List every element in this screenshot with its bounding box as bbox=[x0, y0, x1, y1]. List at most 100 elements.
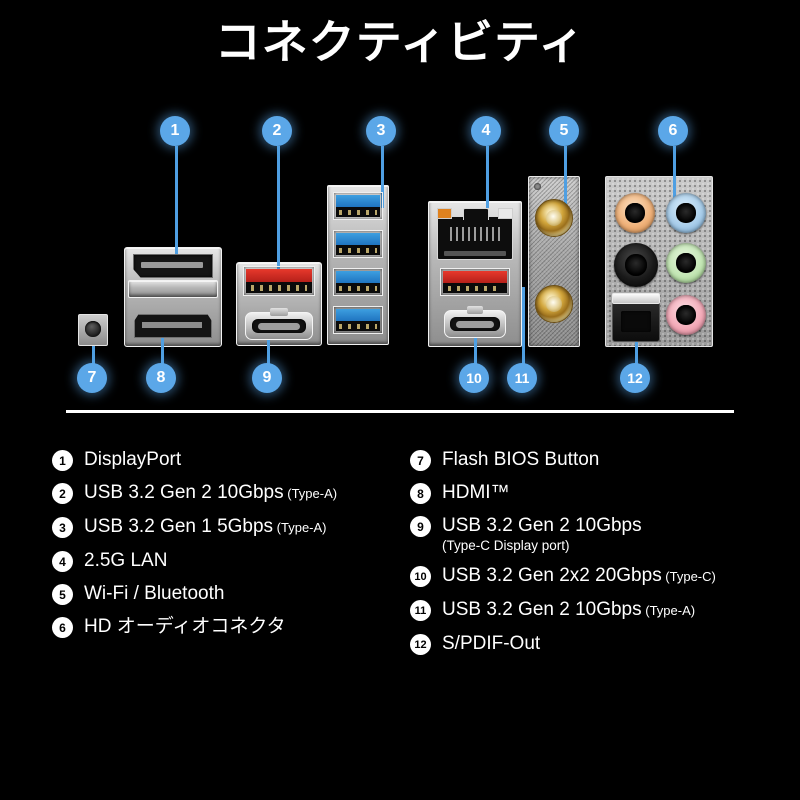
callout-badge-5[interactable]: 5 bbox=[549, 116, 579, 146]
usb-a-blue-port-4[interactable] bbox=[333, 306, 383, 334]
legend-number-4: 4 bbox=[52, 551, 73, 572]
audio-jack-light-green[interactable] bbox=[666, 243, 706, 283]
legend-item-7: 7 Flash BIOS Button bbox=[410, 448, 790, 471]
legend-number-3: 3 bbox=[52, 517, 73, 538]
usb-c-tongue bbox=[455, 321, 495, 328]
lan-led-amber-icon bbox=[437, 208, 452, 219]
legend-item-3: 3 USB 3.2 Gen 1 5Gbps (Type-A) bbox=[52, 515, 422, 539]
legend-subtext-9: (Type-C Display port) bbox=[442, 538, 570, 553]
callout-badge-12[interactable]: 12 bbox=[620, 363, 650, 393]
usb-a-blue-port-3[interactable] bbox=[333, 268, 383, 296]
callout-badge-2[interactable]: 2 bbox=[262, 116, 292, 146]
audio-jack-orange[interactable] bbox=[615, 193, 655, 233]
callout-badge-1[interactable]: 1 bbox=[160, 116, 190, 146]
antenna-screw-icon bbox=[534, 183, 541, 190]
audio-jack-light-blue[interactable] bbox=[666, 193, 706, 233]
callout-badge-7[interactable]: 7 bbox=[77, 363, 107, 393]
legend-label-3: USB 3.2 Gen 1 5Gbps (Type-A) bbox=[84, 516, 327, 537]
audio-jack-black[interactable] bbox=[614, 243, 658, 287]
usb-a-pins bbox=[447, 285, 503, 292]
page-title: コネクティビティ bbox=[214, 16, 586, 68]
usb-a-pins bbox=[338, 247, 378, 254]
displayport-hdmi-midbar bbox=[128, 280, 218, 298]
legend-number-8: 8 bbox=[410, 483, 431, 504]
spdif-out-port[interactable] bbox=[612, 293, 660, 342]
legend-label-8: HDMI™ bbox=[442, 482, 510, 503]
usb-a-pins bbox=[338, 285, 378, 292]
legend-number-5: 5 bbox=[52, 584, 73, 605]
usb-c-20gbps-port-10[interactable] bbox=[444, 306, 506, 338]
legend-item-9: 9 USB 3.2 Gen 2 10Gbps (Type-C Display por… bbox=[410, 514, 790, 554]
legend-label-9: USB 3.2 Gen 2 10Gbps bbox=[442, 515, 642, 536]
legend-label-2: USB 3.2 Gen 2 10Gbps (Type-A) bbox=[84, 482, 338, 503]
legend-text-12: S/PDIF-Out bbox=[442, 632, 540, 655]
lan-led-white-icon bbox=[498, 208, 513, 219]
usb-a-tongue bbox=[246, 269, 312, 282]
legend-number-9: 9 bbox=[410, 516, 431, 537]
legend-number-1: 1 bbox=[52, 450, 73, 471]
legend-text-7: Flash BIOS Button bbox=[442, 448, 599, 471]
callout-badge-11[interactable]: 11 bbox=[507, 363, 537, 393]
usb-a-red-port-2[interactable] bbox=[243, 266, 315, 296]
legend-number-11: 11 bbox=[410, 600, 431, 621]
legend-text-11: USB 3.2 Gen 2 10Gbps (Type-A) bbox=[442, 598, 695, 622]
callout-badge-10[interactable]: 10 bbox=[459, 363, 489, 393]
callout-badge-4[interactable]: 4 bbox=[471, 116, 501, 146]
legend-text-2: USB 3.2 Gen 2 10Gbps (Type-A) bbox=[84, 481, 337, 505]
legend-text-10: USB 3.2 Gen 2x2 20Gbps (Type-C) bbox=[442, 564, 716, 588]
legend-suffix-3: (Type-A) bbox=[273, 520, 327, 535]
wifi-antenna-connector-bottom[interactable] bbox=[535, 285, 573, 323]
legend-suffix-11: (Type-A) bbox=[641, 603, 696, 618]
legend-item-4: 4 2.5G LAN bbox=[52, 549, 422, 572]
legend-label-11: USB 3.2 Gen 2 10Gbps (Type-A) bbox=[442, 599, 696, 620]
spdif-dust-cap bbox=[612, 293, 660, 304]
callout-leader-line-6 bbox=[673, 146, 676, 208]
usb-c-tab bbox=[269, 308, 289, 316]
legend-item-2: 2 USB 3.2 Gen 2 10Gbps (Type-A) bbox=[52, 481, 422, 505]
legend-text-4: 2.5G LAN bbox=[84, 549, 167, 572]
legend-item-6: 6 HD オーディオコネクタ bbox=[52, 615, 422, 638]
callout-leader-line-2 bbox=[277, 146, 280, 274]
callout-leader-line-10 bbox=[474, 330, 477, 365]
usb-a-blue-port-2[interactable] bbox=[333, 230, 383, 258]
usb-c-display-port-9[interactable] bbox=[245, 308, 313, 340]
usb-a-tongue bbox=[336, 271, 380, 283]
callout-leader-line-12 bbox=[635, 322, 638, 365]
legend-text-6: HD オーディオコネクタ bbox=[84, 615, 286, 638]
lan-port-rj45[interactable] bbox=[437, 208, 513, 260]
usb-a-pins bbox=[338, 323, 378, 330]
usb-a-red-port-11[interactable] bbox=[440, 268, 510, 296]
callout-badge-6[interactable]: 6 bbox=[658, 116, 688, 146]
legend-text-5: Wi-Fi / Bluetooth bbox=[84, 582, 224, 605]
wifi-antenna-connector-top[interactable] bbox=[535, 199, 573, 237]
callout-badge-9[interactable]: 9 bbox=[252, 363, 282, 393]
legend-number-7: 7 bbox=[410, 450, 431, 471]
rj45-latch-bar bbox=[443, 250, 507, 256]
callout-leader-line-3 bbox=[381, 146, 384, 208]
callout-badge-8[interactable]: 8 bbox=[146, 363, 176, 393]
divider bbox=[66, 410, 734, 413]
legend-label-7: Flash BIOS Button bbox=[442, 449, 600, 470]
rj45-pins bbox=[449, 227, 501, 242]
callout-badge-3[interactable]: 3 bbox=[366, 116, 396, 146]
legend-item-8: 8 HDMI™ bbox=[410, 481, 790, 504]
usb-a-blue-port-1[interactable] bbox=[333, 192, 383, 220]
legend-number-6: 6 bbox=[52, 617, 73, 638]
legend-number-2: 2 bbox=[52, 483, 73, 504]
callout-leader-line-11 bbox=[522, 287, 525, 365]
legend-suffix-10: (Type-C) bbox=[661, 569, 716, 584]
usb-c-tongue bbox=[257, 323, 301, 330]
legend-text-3: USB 3.2 Gen 1 5Gbps (Type-A) bbox=[84, 515, 327, 539]
spdif-cavity bbox=[621, 311, 651, 333]
hdmi-tongue bbox=[142, 322, 202, 328]
flash-bios-button-port[interactable] bbox=[78, 314, 108, 346]
legend-number-12: 12 bbox=[410, 634, 431, 655]
usb-a-tongue bbox=[443, 271, 507, 283]
displayport-tongue bbox=[141, 262, 203, 268]
usb-c-tab bbox=[466, 306, 484, 314]
audio-jack-pink[interactable] bbox=[666, 295, 706, 335]
callout-leader-line-8 bbox=[161, 330, 164, 365]
